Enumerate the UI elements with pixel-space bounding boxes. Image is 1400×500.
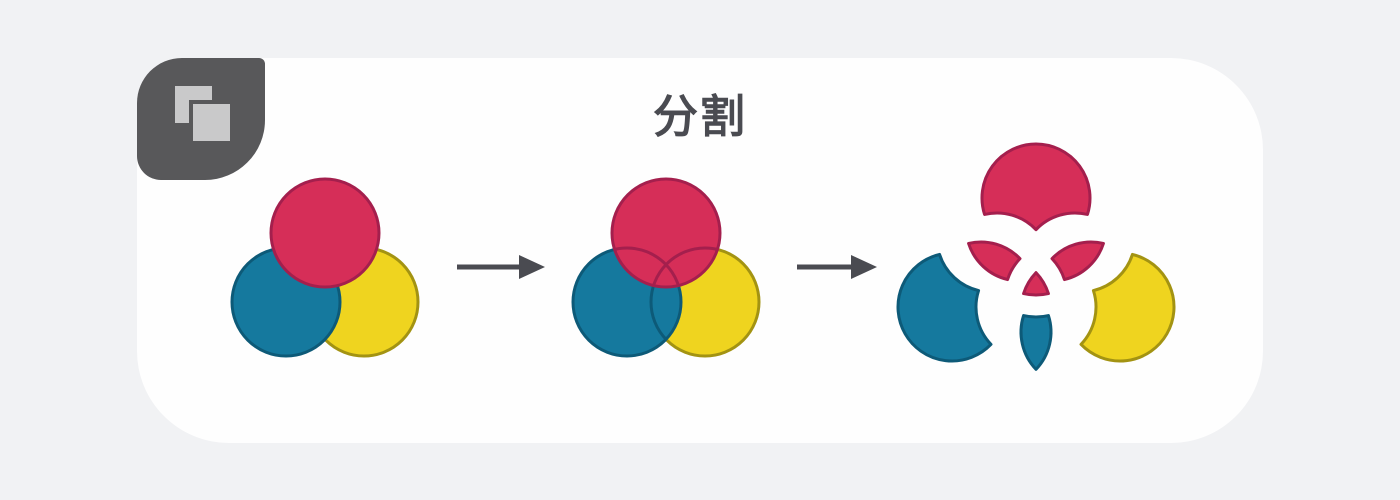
- piece-red-only: [980, 142, 1092, 232]
- piece-blue-only: [896, 252, 993, 363]
- piece-red-blue: [967, 240, 1022, 282]
- cut-line: [612, 246, 683, 287]
- diagram-title: 分割: [652, 90, 747, 143]
- piece-red-yellow: [1050, 240, 1105, 282]
- piece-center: [1022, 271, 1050, 297]
- piece-blue-yellow: [1019, 314, 1053, 371]
- venn-original: [230, 177, 420, 358]
- venn-outlined: [571, 177, 761, 358]
- cut-line: [649, 248, 681, 356]
- arrow-right-icon: [797, 255, 877, 279]
- arrow-right-icon: [457, 255, 545, 279]
- venn-split: [896, 142, 1176, 371]
- logo-badge: [137, 58, 265, 180]
- red-circle: [610, 177, 722, 289]
- cut-line: [649, 246, 720, 287]
- overlapping-squares-icon: [193, 104, 230, 141]
- piece-yellow-only: [1079, 252, 1176, 363]
- red-circle: [269, 177, 381, 289]
